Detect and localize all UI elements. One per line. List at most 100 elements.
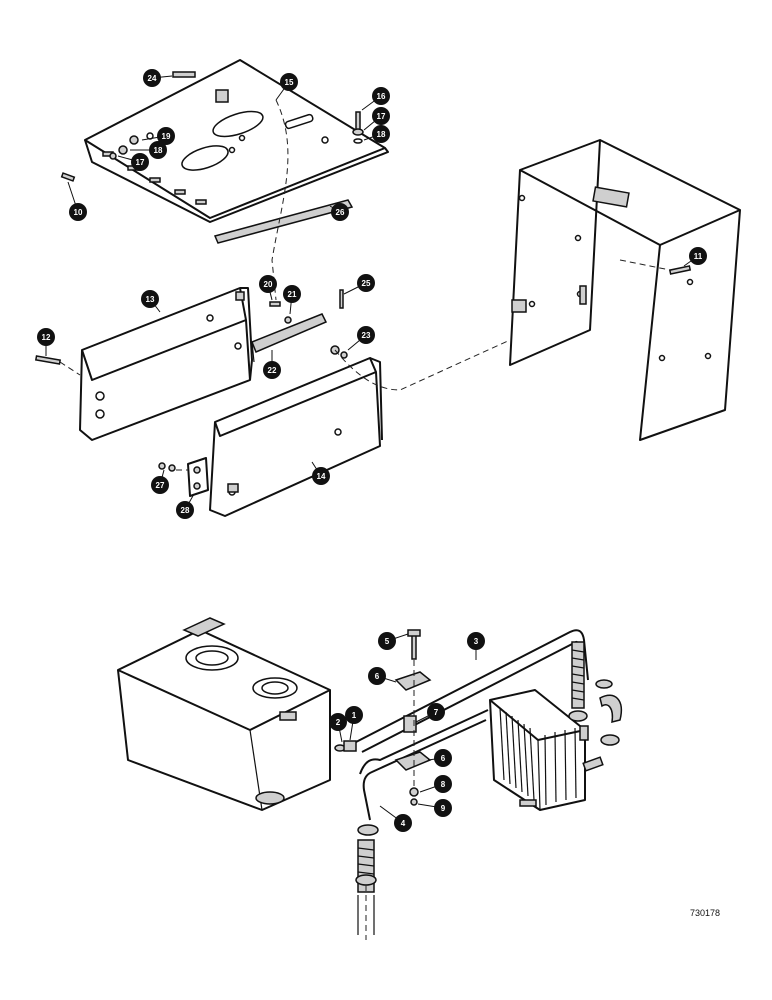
callout-balloon [357, 326, 375, 344]
callout-label: 23 [362, 331, 371, 340]
callout-label: 3 [474, 637, 479, 646]
callout-balloon [434, 799, 452, 817]
callout-balloon [434, 775, 452, 793]
callout-balloon [157, 127, 175, 145]
callout-3: 3 [467, 632, 485, 660]
callout-label: 22 [268, 366, 277, 375]
callout-10: 10 [67, 181, 87, 221]
callout-label: 8 [441, 780, 446, 789]
callout-label: 7 [434, 708, 439, 717]
oil-cooler [489, 689, 604, 811]
callout-25: 25 [343, 274, 375, 295]
callout-balloon [372, 107, 390, 125]
callout-balloon [329, 713, 347, 731]
callout-label: 26 [336, 208, 345, 217]
callout-balloon [394, 814, 412, 832]
callout-8: 8 [419, 775, 452, 793]
callout-balloon [372, 125, 390, 143]
callout-label: 13 [146, 295, 155, 304]
callout-label: 18 [377, 130, 386, 139]
callout-label: 18 [154, 146, 163, 155]
callout-balloon [143, 69, 161, 87]
callout-22: 22 [263, 350, 281, 379]
callout-1: 1 [345, 706, 363, 741]
callout-label: 14 [317, 472, 326, 481]
callout-28: 28 [176, 493, 195, 519]
mounting-plate [187, 457, 209, 497]
seat-side-panel-right [209, 357, 383, 517]
callout-5: 5 [378, 632, 409, 650]
callout-balloon [372, 87, 390, 105]
callout-15: 15 [275, 73, 298, 101]
callout-18: 18 [130, 141, 167, 159]
callout-17: 17 [363, 107, 390, 131]
callout-balloon [280, 73, 298, 91]
console-cover [509, 139, 741, 441]
callout-19: 19 [141, 127, 175, 145]
callout-label: 6 [375, 672, 380, 681]
callout-label: 5 [385, 637, 390, 646]
callout-4: 4 [379, 805, 412, 832]
callout-6: 6 [427, 749, 452, 767]
callout-balloon [467, 632, 485, 650]
callout-label: 11 [694, 252, 703, 261]
callout-balloon [131, 153, 149, 171]
callout-12: 12 [37, 328, 55, 356]
callout-balloon [37, 328, 55, 346]
callout-balloon [434, 749, 452, 767]
callout-label: 17 [136, 158, 145, 167]
seat-side-panel-left [79, 287, 253, 441]
callout-balloon [151, 476, 169, 494]
bracket [251, 313, 328, 363]
pipe-lower [359, 709, 489, 821]
callout-label: 15 [285, 78, 294, 87]
callout-label: 19 [162, 132, 171, 141]
fuel-tank [117, 617, 331, 811]
callout-label: 10 [74, 208, 83, 217]
callout-balloon [69, 203, 87, 221]
callout-balloon [149, 141, 167, 159]
callout-balloon [689, 247, 707, 265]
callout-label: 21 [288, 290, 297, 299]
callout-balloon [259, 275, 277, 293]
callout-label: 12 [42, 333, 51, 342]
callout-balloon [176, 501, 194, 519]
callout-11: 11 [683, 247, 707, 267]
callout-label: 6 [441, 754, 446, 763]
callout-label: 20 [264, 280, 273, 289]
assembly-lines [59, 99, 671, 471]
callout-18: 18 [363, 125, 390, 143]
callout-14: 14 [311, 461, 330, 485]
plate-fasteners [60, 71, 364, 182]
callout-balloon [263, 361, 281, 379]
callout-balloon [312, 467, 330, 485]
callout-balloon [345, 706, 363, 724]
callout-24: 24 [143, 69, 173, 87]
callout-16: 16 [361, 87, 390, 111]
callout-balloon [331, 203, 349, 221]
callout-balloon [368, 667, 386, 685]
callout-7: 7 [415, 703, 445, 723]
seat-plate [84, 59, 389, 223]
callout-balloon [283, 285, 301, 303]
fittings [334, 629, 432, 806]
callout-label: 17 [377, 112, 386, 121]
hoses [355, 641, 622, 940]
callout-label: 24 [148, 74, 157, 83]
callout-balloon [141, 290, 159, 308]
callout-balloon [427, 703, 445, 721]
callout-6: 6 [368, 667, 397, 685]
callout-label: 28 [181, 506, 190, 515]
callout-9: 9 [417, 799, 452, 817]
callout-label: 27 [156, 481, 165, 490]
callout-2: 2 [329, 713, 347, 743]
figure-number: 730178 [690, 908, 721, 918]
callout-label: 16 [377, 92, 386, 101]
bolts-top [34, 265, 692, 472]
callout-23: 23 [347, 326, 375, 351]
callout-label: 2 [336, 718, 341, 727]
seat-strip [213, 199, 354, 244]
callout-26: 26 [329, 203, 349, 221]
